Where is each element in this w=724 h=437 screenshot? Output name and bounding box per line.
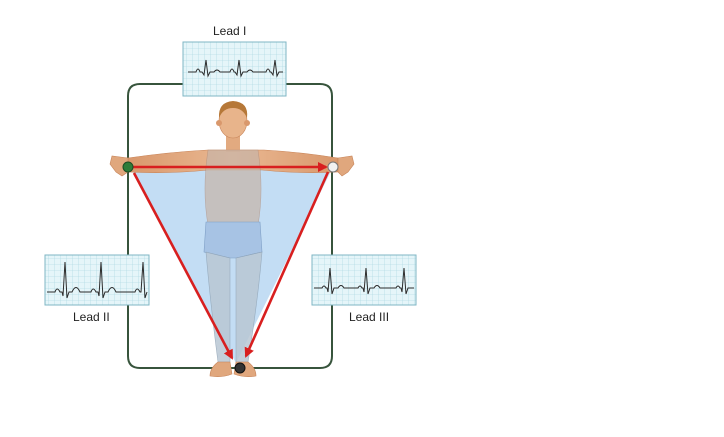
human-body-icon <box>109 101 355 377</box>
neck <box>226 134 240 152</box>
lead-3-ecg-panel <box>311 254 417 306</box>
right-ear <box>244 120 250 126</box>
lead-3-label: Lead III <box>349 310 390 324</box>
underwear <box>203 221 263 259</box>
right-hand <box>337 155 355 177</box>
einthoven-triangle <box>130 167 333 363</box>
lead-2-ecg-trace <box>47 261 148 299</box>
lead-2-label: Lead II <box>73 310 110 324</box>
electrode-icon <box>234 362 246 374</box>
torso <box>204 149 262 226</box>
left-foot <box>209 361 233 377</box>
hair <box>218 101 248 118</box>
lead-2-arrow <box>132 172 234 360</box>
electrode-icon <box>122 161 134 173</box>
electrode-icon <box>327 161 339 173</box>
lead-1-label: Lead I <box>213 24 247 38</box>
lead-1-ecg-panel <box>182 41 287 97</box>
left-ear <box>216 120 222 126</box>
lead-3-arrow <box>244 171 330 358</box>
lead-2-ecg-panel <box>44 254 150 306</box>
lead-1-ecg-trace <box>188 59 283 78</box>
lead-3-ecg-trace <box>314 267 414 295</box>
